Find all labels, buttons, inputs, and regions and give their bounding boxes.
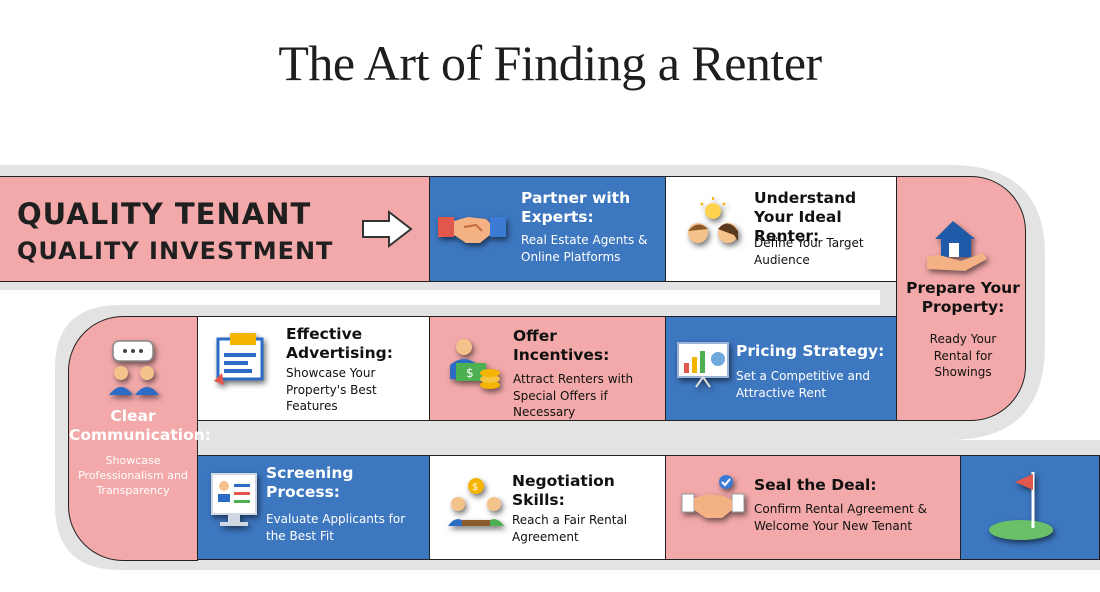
hero-banner: QUALITY TENANT QUALITY INVESTMENT [0,176,430,282]
money-person-icon: $ [450,339,500,389]
negotiation-icon: $ [448,478,504,526]
step-pricing-title: Pricing Strategy: [736,342,885,360]
step-prepare: Prepare Your Property: Ready Your Rental… [896,176,1026,421]
hero-line-1: QUALITY TENANT [17,197,312,231]
step-incentives-title: Offer Incentives: [513,327,610,364]
finish-cell [960,455,1100,560]
chart-board-icon [677,342,729,388]
step-negotiation-desc: Reach a Fair Rental Agreement [512,513,628,544]
step-partner: Partner with Experts: Real Estate Agents… [429,176,666,282]
step-seal: Seal the Deal: Confirm Rental Agreement … [665,455,961,560]
svg-text:$: $ [466,366,474,380]
step-pricing: Pricing Strategy: Set a Competitive and … [665,316,897,421]
svg-text:$: $ [472,482,478,493]
step-communication-title: Clear Communication: [69,407,211,444]
step-understand-title: Understand Your Ideal Renter: [754,189,857,245]
deal-handshake-icon [681,475,745,518]
step-seal-title: Seal the Deal: [754,476,877,494]
step-seal-desc: Confirm Rental Agreement & Welcome Your … [754,502,927,533]
ads-icon [214,333,264,385]
step-advertising-desc: Showcase Your Property's Best Features [286,366,377,413]
step-prepare-title: Prepare Your Property: [906,279,1020,316]
step-screening-desc: Evaluate Applicants for the Best Fit [266,512,406,543]
step-negotiation-title: Negotiation Skills: [512,472,615,509]
step-prepare-desc: Ready Your Rental for Showings [929,332,997,379]
handshake-icon [438,217,506,243]
step-partner-title: Partner with Experts: [521,189,631,226]
arrow-right-icon [362,209,413,249]
page-title: The Art of Finding a Renter [278,35,822,91]
chat-people-icon [109,340,159,395]
step-negotiation: $ Negotiation Skills: Reach a Fair Renta… [429,455,666,560]
house-in-hand-icon [927,221,987,271]
step-communication-desc: Showcase Professionalism and Transparenc… [78,454,188,497]
idea-people-icon [688,197,738,243]
golf-flag-icon [989,472,1053,540]
step-pricing-desc: Set a Competitive and Attractive Rent [736,369,871,400]
applicant-screen-icon [211,473,257,526]
step-incentives-desc: Attract Renters with Special Offers if N… [513,372,634,419]
step-understand: Understand Your Ideal Renter: Define You… [665,176,897,282]
step-screening-title: Screening Process: [266,464,354,501]
step-incentives: $ Offer Incentives: Attract Renters with… [429,316,666,421]
step-screening: Screening Process: Evaluate Applicants f… [197,455,430,560]
step-partner-desc: Real Estate Agents & Online Platforms [521,233,648,264]
hero-line-2: QUALITY INVESTMENT [17,237,334,265]
step-advertising: Effective Advertising: Showcase Your Pro… [197,316,430,421]
step-advertising-title: Effective Advertising: [286,325,393,362]
step-communication: Clear Communication: Showcase Profession… [68,316,211,561]
step-understand-desc: Define Your Target Audience [754,236,864,267]
